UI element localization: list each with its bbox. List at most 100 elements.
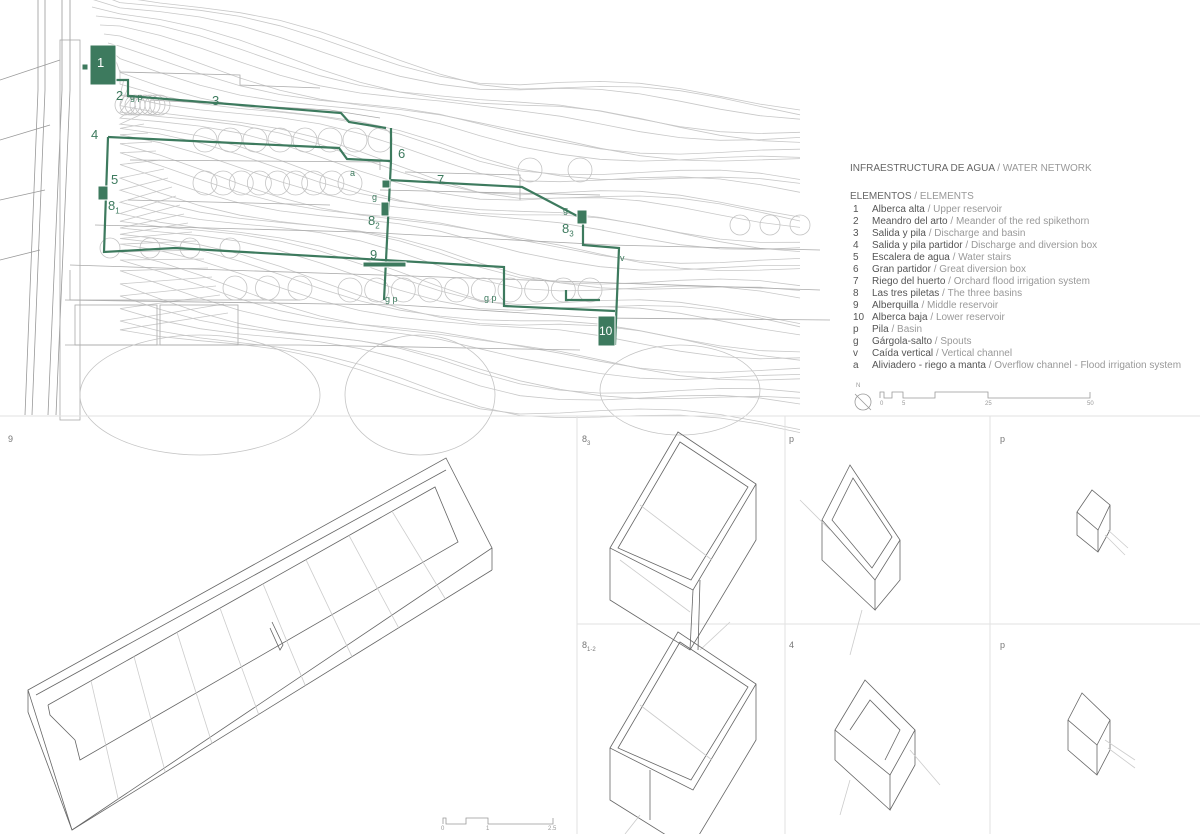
panel-label-p-3: p xyxy=(1000,640,1006,650)
legend-key: 2 xyxy=(853,216,859,227)
scale-tick-5: 5 xyxy=(902,401,906,407)
isometric-middle-reservoir xyxy=(27,457,493,831)
legend-label-es: Meandro del arto xyxy=(872,216,948,227)
north-label: N xyxy=(856,383,861,389)
topographic-contours xyxy=(91,0,801,433)
iso-scale-tick-1: 1 xyxy=(486,826,490,832)
legend-label-es: Caída vertical xyxy=(872,348,934,359)
legend-label-es: Gran partidor xyxy=(872,264,931,275)
label-v: v xyxy=(620,253,625,263)
label-gp-2: g p xyxy=(130,92,143,102)
water-elements xyxy=(81,44,616,347)
label-lower-reservoir: 10 xyxy=(599,324,613,338)
label-a: a xyxy=(350,168,356,178)
terraces xyxy=(59,39,831,421)
legend-label-en: Great diversion box xyxy=(939,264,1026,275)
label-gp-9: g p xyxy=(385,294,398,304)
legend-key: 7 xyxy=(853,276,859,287)
legend-label-en: The three basins xyxy=(947,288,1023,299)
legend-label-es: Alberquilla xyxy=(872,300,919,311)
legend-title: INFRAESTRUCTURA DE AGUA / WATER NETWORK xyxy=(850,163,1092,174)
legend-label-es: Riego del huerto xyxy=(872,276,946,287)
iso-scale-tick-2-5: 2.5 xyxy=(548,826,557,832)
legend-label-en: Basin xyxy=(897,324,923,335)
legend-label-en: Discharge and basin xyxy=(934,228,1026,239)
panel-label-p-2: p xyxy=(1000,434,1006,444)
label-upper-reservoir: 1 xyxy=(97,55,105,70)
legend-label-es: Gárgola-salto xyxy=(872,336,933,347)
middle-reservoir xyxy=(362,261,407,268)
legend-label-en: Vertical channel xyxy=(941,348,1013,359)
scale-tick-25: 25 xyxy=(985,401,992,407)
label-8-2: 82 xyxy=(368,213,380,231)
legend-key: 3 xyxy=(853,228,859,239)
legend-key: a xyxy=(853,360,859,371)
lower-reservoir xyxy=(597,315,616,347)
legend-section-title: ELEMENTOS / ELEMENTS xyxy=(850,191,974,202)
panel-dividers xyxy=(0,415,1200,834)
label-2: 2 xyxy=(116,88,124,103)
label-3: 3 xyxy=(212,93,220,108)
label-9: 9 xyxy=(370,247,378,262)
water-network xyxy=(102,78,621,346)
legend-key: 5 xyxy=(853,252,859,263)
large-circles xyxy=(79,334,761,456)
legend-label-es: Pila xyxy=(872,324,889,335)
isometric-basin-p3 xyxy=(1067,692,1136,776)
label-g-2: g xyxy=(372,192,378,202)
panel-label-4: 4 xyxy=(789,640,795,650)
legend: INFRAESTRUCTURA DE AGUA / WATER NETWORK … xyxy=(850,163,1181,372)
legend-label-en: Meander of the red spikethorn xyxy=(955,216,1090,227)
legend-label-en: Lower reservoir xyxy=(935,312,1005,323)
label-5: 5 xyxy=(111,172,119,187)
legend-label-es: Salida y pila xyxy=(872,228,926,239)
legend-key: v xyxy=(853,348,858,359)
isometric-basin-8-3 xyxy=(609,431,757,651)
legend-label-es: Salida y pila partidor xyxy=(872,240,963,251)
legend-key: 6 xyxy=(853,264,859,275)
isometric-diversion-box-4 xyxy=(834,679,941,816)
legend-label-es: Alberca alta xyxy=(872,204,925,215)
legend-key: 9 xyxy=(853,300,859,311)
legend-label-en: Orchard flood irrigation system xyxy=(953,276,1090,287)
legend-key: 4 xyxy=(853,240,859,251)
scale-tick-50: 50 xyxy=(1087,401,1094,407)
panel-label-8-3: 83 xyxy=(582,434,591,447)
legend-label-es: Aliviadero - riego a manta xyxy=(872,360,986,371)
legend-key: 1 xyxy=(853,204,859,215)
legend-label-es: Escalera de agua xyxy=(872,252,950,263)
label-6: 6 xyxy=(398,146,406,161)
road xyxy=(0,0,71,416)
isometric-basin-p1 xyxy=(799,464,901,656)
label-4: 4 xyxy=(91,127,99,142)
legend-label-en: Upper reservoir xyxy=(933,204,1003,215)
legend-key: 10 xyxy=(853,312,865,323)
iso-scale-tick-0: 0 xyxy=(441,826,445,832)
upper-reservoir xyxy=(89,44,117,86)
tree-circles xyxy=(99,94,811,303)
legend-key: p xyxy=(853,324,859,335)
scale-tick-0: 0 xyxy=(880,401,884,407)
label-8-1: 81 xyxy=(108,198,120,216)
isometric-basin-8-1-2 xyxy=(609,631,757,834)
legend-key: g xyxy=(853,336,859,347)
legend-label-en: Middle reservoir xyxy=(927,300,999,311)
panel-label-8-1-2: 81-2 xyxy=(582,640,596,653)
scale-bar xyxy=(442,391,1091,825)
label-8-3: 83 xyxy=(562,221,574,239)
